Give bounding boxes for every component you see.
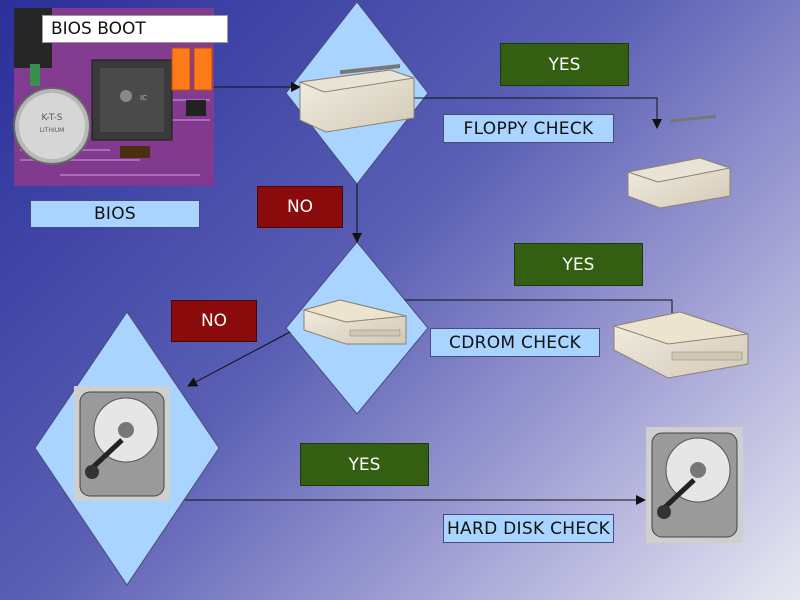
svg-text:IC: IC xyxy=(140,94,147,102)
svg-text:K-T-S: K-T-S xyxy=(41,113,62,123)
yes-harddisk: YES xyxy=(300,443,429,486)
yes-cdrom: YES xyxy=(514,243,643,286)
floppy-drive-icon-result xyxy=(626,114,732,209)
yes-floppy: YES xyxy=(500,43,629,86)
cdrom-drive-icon xyxy=(302,299,407,345)
connector-floppy-yes xyxy=(410,97,662,129)
title-text: BIOS BOOT xyxy=(51,19,146,39)
no-cdrom: NO xyxy=(171,300,257,342)
floppy-drive-icon xyxy=(298,63,415,133)
hard-disk-icon-result xyxy=(646,427,743,543)
connector-cdrom-no xyxy=(187,331,291,387)
svg-text:LITHIUM: LITHIUM xyxy=(40,127,65,134)
floppy-check-label: FLOPPY CHECK xyxy=(443,114,614,143)
cdrom-drive-icon-result xyxy=(612,311,749,379)
no-floppy: NO xyxy=(257,186,343,228)
hard-disk-icon xyxy=(74,386,170,501)
cdrom-check-label: CDROM CHECK xyxy=(430,328,600,357)
harddisk-check-label: HARD DISK CHECK xyxy=(443,514,614,543)
bios-label: BIOS xyxy=(30,200,200,228)
title-box: BIOS BOOT xyxy=(42,15,228,43)
